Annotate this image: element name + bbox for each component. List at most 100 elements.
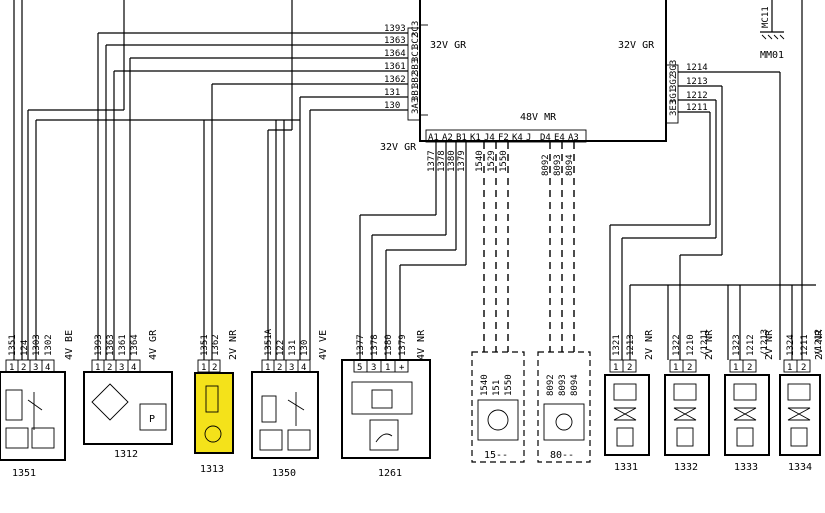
ground-mm01: MC11 MM01: [760, 0, 785, 61]
ecu-left-wire-number: 1363: [384, 36, 406, 46]
component-pin-number: 2: [801, 363, 806, 373]
ecu-bottom-pin: A1: [428, 133, 439, 143]
ecu-bottom-pin: J4: [484, 133, 495, 143]
ecu-bottom-wire-number: 8094: [565, 154, 575, 176]
component-1261-color: 4V NR: [416, 329, 427, 360]
component-wire-number: 1302: [44, 334, 54, 356]
component-pin-number: 1: [95, 363, 100, 373]
component-pin-number: 1: [613, 363, 618, 373]
component-wire-number: 1211: [800, 334, 810, 356]
component-wire-number: 1212: [746, 334, 756, 356]
component-wire-number: 1323: [732, 334, 742, 356]
component-15: 15--: [471, 351, 525, 463]
ground-label: MM01: [760, 50, 784, 61]
component-wire-number: 1321: [612, 334, 622, 356]
component-pin-number: 1: [787, 363, 792, 373]
component-pin-number: 1: [733, 363, 738, 373]
component-wire-number: 124: [20, 340, 30, 356]
component-wire-number: 1377: [356, 334, 366, 356]
ecu-bottom-wire-number: 1540: [475, 150, 485, 172]
component-pin-number: 2: [627, 363, 632, 373]
component-1312-p: P: [149, 414, 155, 425]
component-1350-label: 1350: [272, 468, 296, 479]
component-1332-label: 1332: [674, 462, 698, 473]
component-pin-number: 3: [371, 363, 376, 373]
ecu-right-harness: [609, 0, 816, 360]
ecu-right-wire-number: 1211: [686, 103, 708, 113]
component-pin-number: 2: [21, 363, 26, 373]
component-wire-number: 1351: [200, 334, 210, 356]
component-1313-label: 1313: [200, 464, 224, 475]
ecu-left-pin: 3C2: [411, 33, 421, 49]
component-wire-number: 1364: [130, 334, 140, 356]
component-1334-label: 1334: [788, 462, 812, 473]
component-wire-number: 1380: [384, 334, 394, 356]
component-wire-number: 1213: [626, 334, 636, 356]
component-pin-number: +: [399, 363, 405, 373]
ecu-left-wire-number: 131: [384, 88, 400, 98]
ecu-label-bottom-left: 32V GR: [380, 142, 417, 153]
component-pin-number: 3: [289, 363, 294, 373]
ecu-box: 32V GR 32V GR 48V MR 32V GR 3C33C23C13B3…: [380, 0, 708, 176]
ecu-right-pin: 3G3: [669, 60, 679, 76]
component-wire-number: /1211: [700, 329, 710, 356]
ecu-bottom-pin: A3: [568, 133, 579, 143]
ecu-left-pin: 3A3: [411, 98, 421, 114]
ecu-bottom-pin: F2: [498, 133, 509, 143]
ecu-left-pin: 3C1: [411, 46, 421, 62]
ecu-left-pin: 3B2: [411, 72, 421, 88]
component-1332: 1332 2V NR: [664, 329, 715, 473]
ground-code: MC11: [761, 6, 771, 28]
ecu-bottom-wire-number: 1529: [487, 150, 497, 172]
component-1261-label: 1261: [378, 468, 402, 479]
component-wire-number: /1213: [760, 329, 770, 356]
component-wire-number: 151: [492, 380, 502, 396]
component-1261: 1261 4V NR: [341, 329, 431, 479]
ecu-bottom-pin: K4: [512, 133, 523, 143]
component-1331-color: 2V NR: [644, 329, 655, 360]
component-1350: 1350 4V VE: [251, 330, 329, 479]
component-1334: 1334 2V NR: [779, 329, 825, 473]
component-wire-number: 1361: [118, 334, 128, 356]
component-wire-number: 1378: [370, 334, 380, 356]
ecu-right-wire-number: 1213: [686, 77, 708, 87]
ecu-left-wire-number: 1362: [384, 75, 406, 85]
component-1312-label: 1312: [114, 449, 138, 460]
component-wire-number: 1379: [398, 334, 408, 356]
component-1331-label: 1331: [614, 462, 638, 473]
component-wire-number: 1540: [480, 374, 490, 396]
component-80: 80--: [537, 351, 591, 463]
ecu-bottom-pin: D4: [540, 133, 551, 143]
component-1351-label: 1351: [12, 468, 36, 479]
component-pin-number: 5: [357, 363, 362, 373]
ecu-bottom-pin: A2: [442, 133, 453, 143]
ecu-bottom-wire-number: 8093: [553, 154, 563, 176]
component-pin-number: 4: [301, 363, 306, 373]
component-15-label: 15--: [484, 450, 508, 461]
ecu-bottom-wire-number: 1379: [457, 150, 467, 172]
component-wire-number: 8093: [558, 374, 568, 396]
component-1312: P 1312 4V GR: [83, 329, 173, 460]
component-wire-number: 1324: [786, 334, 796, 356]
component-1334-color: 2V NR: [814, 329, 825, 360]
ecu-label-right: 32V GR: [618, 40, 655, 51]
component-wire-number: 1550: [504, 374, 514, 396]
ecu-left-pin: 3B3: [411, 59, 421, 75]
component-pin-number: 2: [212, 363, 217, 373]
ecu-left-wire-number: 1393: [384, 24, 406, 34]
component-wire-number: 122: [276, 340, 286, 356]
component-wire-number: 1210: [686, 334, 696, 356]
component-1332-color: 2V NR: [704, 329, 715, 360]
component-wire-number: 1393: [94, 334, 104, 356]
ecu-bottom-wire-number: 8092: [541, 154, 551, 176]
component-wire-number: 8092: [546, 374, 556, 396]
component-1333: 1333 2V NR: [724, 329, 775, 473]
ecu-label-bottom: 48V MR: [520, 112, 557, 123]
component-wire-number: 131: [288, 340, 298, 356]
ecu-bottom-pin: B1: [456, 133, 467, 143]
component-pin-number: 2: [747, 363, 752, 373]
ecu-bottom-pin: K1: [470, 133, 481, 143]
ecu-bottom-harness: [359, 142, 575, 360]
component-pin-number: 1: [385, 363, 390, 373]
